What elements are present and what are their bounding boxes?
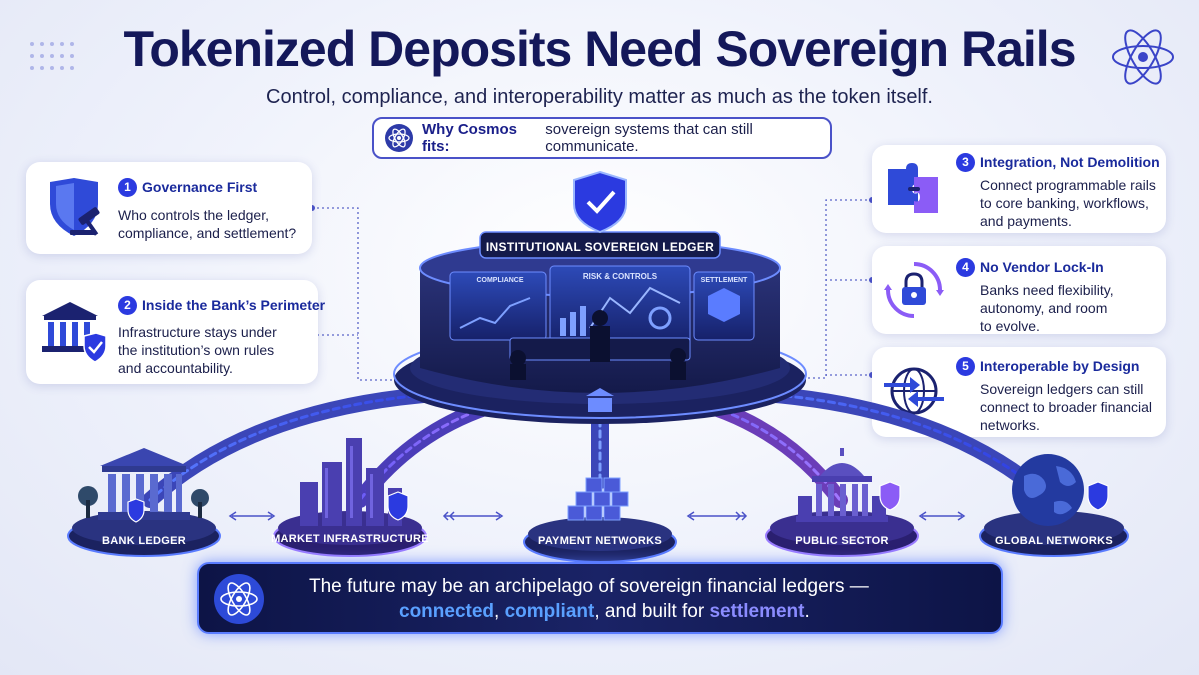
bank-ledger-node xyxy=(67,448,221,557)
card-body: Banks need flexibility, autonomy, and ro… xyxy=(980,281,1114,335)
card-line: and accountability. xyxy=(118,360,233,376)
conclusion-banner: The future may be an archipelago of sove… xyxy=(197,562,1003,634)
market-infrastructure-node xyxy=(273,438,427,557)
node-label-market-infrastructure: MARKET INFRASTRUCTURE xyxy=(271,533,429,545)
card-number: 1 xyxy=(118,178,137,197)
public-sector-node xyxy=(765,448,919,557)
banner-word-settlement: settlement xyxy=(709,601,805,622)
banner-end: . xyxy=(804,601,810,622)
banner-line-1: The future may be an archipelago of sove… xyxy=(309,576,869,597)
banner-word-compliant: compliant xyxy=(504,601,595,622)
atom-icon xyxy=(214,574,264,624)
card-title: No Vendor Lock-In xyxy=(980,259,1104,275)
card-line: autonomy, and room xyxy=(980,300,1108,316)
node-label-payment-networks: PAYMENT NETWORKS xyxy=(538,535,662,547)
screen-label-compliance: COMPLIANCE xyxy=(476,277,524,284)
card-line: the institution’s own rules xyxy=(118,342,275,358)
lock-cycle-icon xyxy=(884,262,944,318)
why-cosmos-callout: Why Cosmos fits: sovereign systems that … xyxy=(372,117,832,159)
dot-grid-decoration xyxy=(30,42,74,70)
card-title: Governance First xyxy=(142,179,258,195)
banner-sep: , xyxy=(494,601,505,622)
card-integration: 3 Integration, Not Demolition Connect pr… xyxy=(872,145,1166,233)
screen-label-settlement: SETTLEMENT xyxy=(700,277,748,284)
card-line: and payments. xyxy=(980,213,1072,229)
atom-icon xyxy=(385,124,413,152)
card-title: Interoperable by Design xyxy=(980,358,1140,374)
card-inside-perimeter: 2 Inside the Bank’s Perimeter Infrastruc… xyxy=(26,280,325,384)
card-number: 4 xyxy=(956,258,975,277)
screen-label-risk-controls: RISK & CONTROLS xyxy=(582,272,658,281)
card-no-vendor-lock-in: 4 No Vendor Lock-In Banks need flexibili… xyxy=(872,246,1166,334)
node-label-public-sector: PUBLIC SECTOR xyxy=(795,535,889,547)
card-line: Infrastructure stays under xyxy=(118,324,277,340)
global-networks-node xyxy=(979,454,1129,557)
bank-shield-icon xyxy=(42,302,107,363)
banner-word-connected: connected xyxy=(399,601,495,622)
card-body: Who controls the ledger, compliance, and… xyxy=(118,206,296,242)
card-line: Banks need flexibility, xyxy=(980,282,1114,298)
atom-icon xyxy=(1112,29,1174,85)
why-cosmos-text: sovereign systems that can still communi… xyxy=(545,121,753,155)
banner-sep: , and built for xyxy=(594,601,710,622)
globe-arrows-icon xyxy=(884,367,944,415)
card-interoperable: 5 Interoperable by Design Sovereign ledg… xyxy=(872,347,1166,437)
payment-networks-node xyxy=(523,477,677,563)
card-line: to core banking, workflows, xyxy=(980,195,1149,211)
node-label-global-networks: GLOBAL NETWORKS xyxy=(995,535,1113,547)
ledger-title: INSTITUTIONAL SOVEREIGN LEDGER xyxy=(485,240,715,254)
card-line: connect to broader financial xyxy=(980,399,1152,415)
card-line: Connect programmable rails xyxy=(980,177,1156,193)
card-line: to evolve. xyxy=(980,318,1040,334)
page-title: Tokenized Deposits Need Sovereign Rails xyxy=(123,21,1076,77)
card-body: Infrastructure stays under the instituti… xyxy=(118,323,277,377)
card-title: Inside the Bank’s Perimeter xyxy=(142,297,326,313)
why-cosmos-label: Why Cosmos fits: xyxy=(422,121,518,155)
card-line: Who controls the ledger, xyxy=(118,207,269,223)
card-number: 5 xyxy=(956,357,975,376)
card-governance-first: 1 Governance First Who controls the ledg… xyxy=(26,162,312,254)
card-number: 2 xyxy=(118,296,137,315)
card-line: networks. xyxy=(980,417,1040,433)
card-line: compliance, and settlement? xyxy=(118,225,297,241)
banner-line-2: connected, compliant, and built for sett… xyxy=(399,601,810,623)
shield-gavel-icon xyxy=(50,178,100,236)
page-subtitle: Control, compliance, and interoperabilit… xyxy=(266,86,933,108)
node-label-bank-ledger: BANK LEDGER xyxy=(102,535,186,547)
card-body: Sovereign ledgers can still connect to b… xyxy=(980,380,1152,434)
card-line: Sovereign ledgers can still xyxy=(980,381,1144,397)
puzzle-icon xyxy=(888,163,938,213)
card-number: 3 xyxy=(956,153,975,172)
sovereign-ledger-hub xyxy=(393,170,807,424)
card-title: Integration, Not Demolition xyxy=(980,154,1160,170)
card-body: Connect programmable rails to core banki… xyxy=(980,176,1156,230)
